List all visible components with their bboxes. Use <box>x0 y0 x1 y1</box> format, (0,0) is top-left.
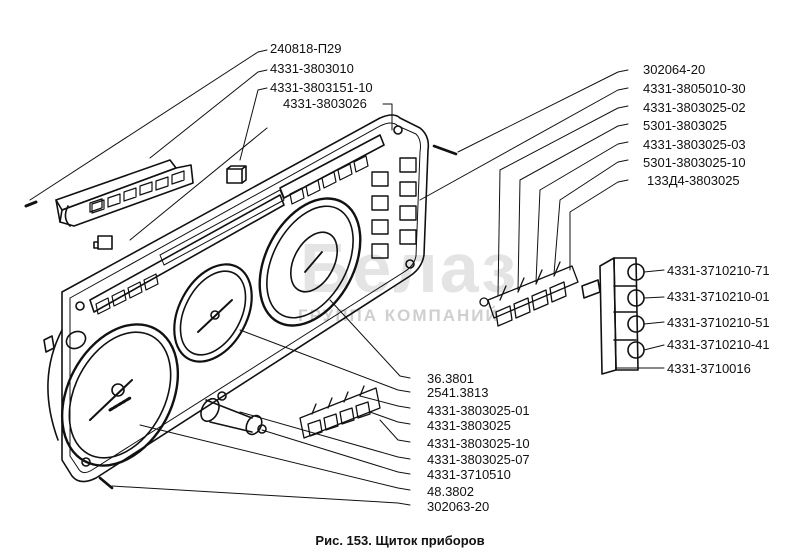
callout-48-3802: 48.3802 <box>427 484 474 499</box>
lamp-socket-3803026 <box>94 236 112 249</box>
callout-4331-3803025-03: 4331-3803025-03 <box>643 137 746 152</box>
screw-302063 <box>100 478 112 488</box>
callout-2541-3813: 2541.3813 <box>427 385 489 400</box>
callout-302063-20: 302063-20 <box>427 499 490 514</box>
panel-body <box>44 115 428 482</box>
switch-stack-right <box>582 258 644 374</box>
callout-4331-3803025-07: 4331-3803025-07 <box>427 452 530 467</box>
callout-4331-3803026: 4331-3803026 <box>283 96 367 111</box>
speedometer-48-3802 <box>39 304 201 485</box>
callout-4331-3803025-02: 4331-3803025-02 <box>643 100 746 115</box>
lamp-socket-3803151 <box>227 166 246 183</box>
callout-4331-3710510: 4331-3710510 <box>427 467 511 482</box>
callout-4331-3803025: 4331-3803025 <box>427 418 511 433</box>
callout-4331-3805010-30: 4331-3805010-30 <box>643 81 746 96</box>
callout-4331-3710210-51: 4331-3710210-51 <box>667 315 770 330</box>
switch-cluster-bottom <box>300 386 380 438</box>
watermark-subtitle: ГРУППА КОМПАНИЙ <box>298 306 500 325</box>
warning-lamp-block <box>56 160 193 226</box>
figure-caption: Рис. 153. Щиток приборов <box>315 533 485 548</box>
screw-240818 <box>26 202 36 206</box>
switch-cluster-right <box>480 262 578 326</box>
combination-gauge-36-3801 <box>239 181 381 342</box>
leader-lines <box>30 50 664 505</box>
callout-4331-3710210-71: 4331-3710210-71 <box>667 263 770 278</box>
callout-4331-3803025-10: 4331-3803025-10 <box>427 436 530 451</box>
callout-36-3801: 36.3801 <box>427 371 474 386</box>
callout-5301-3803025-10: 5301-3803025-10 <box>643 155 746 170</box>
callout-4331-3710016: 4331-3710016 <box>667 361 751 376</box>
callout-240818-p29: 240818-П29 <box>270 41 342 56</box>
callout-4331-3803025-01: 4331-3803025-01 <box>427 403 530 418</box>
callout-5301-3803025: 5301-3803025 <box>643 118 727 133</box>
callout-4331-3803151-10: 4331-3803151-10 <box>270 80 373 95</box>
screw-302064 <box>434 146 456 154</box>
callout-133d4-3803025: 133Д4-3803025 <box>647 173 740 188</box>
lighter-4331-3710510 <box>197 392 266 437</box>
callout-302064-20: 302064-20 <box>643 62 706 77</box>
callout-4331-3803010: 4331-3803010 <box>270 61 354 76</box>
tachometer-2541-3813 <box>159 251 268 375</box>
callout-4331-3710210-01: 4331-3710210-01 <box>667 289 770 304</box>
callout-4331-3710210-41: 4331-3710210-41 <box>667 337 770 352</box>
